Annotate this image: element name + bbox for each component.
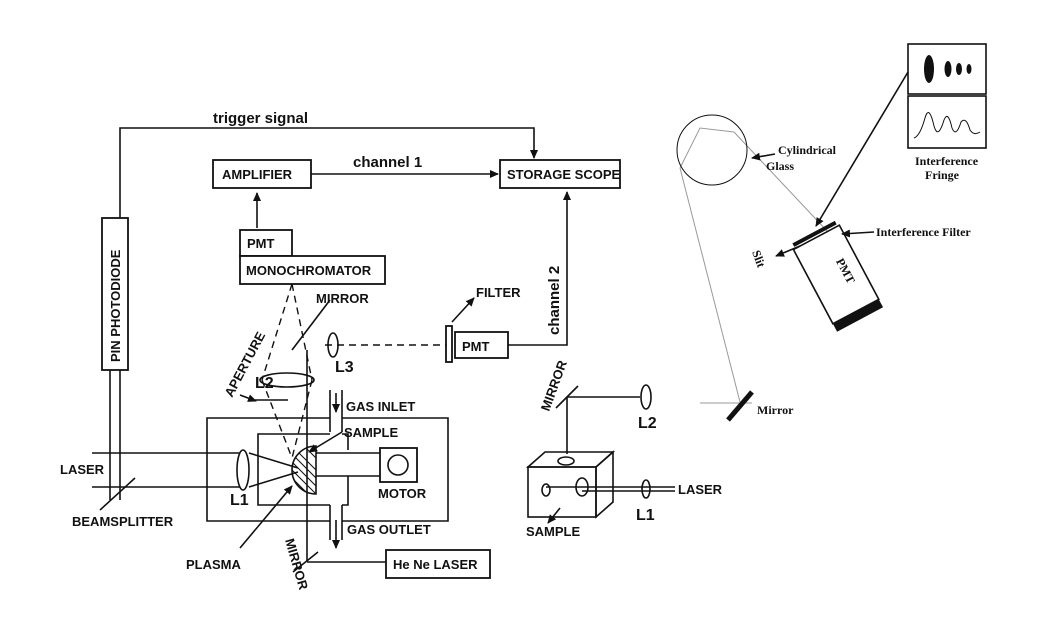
gas-outlet-label: GAS OUTLET bbox=[347, 522, 431, 537]
trigger-signal-line bbox=[119, 127, 538, 285]
channel2-arrow bbox=[508, 191, 571, 346]
fringe-trace-box bbox=[907, 95, 987, 149]
lens-l2 bbox=[259, 372, 315, 388]
ray-to-mirror bbox=[679, 167, 741, 403]
mirror-bottom bbox=[292, 551, 319, 573]
chamber-inner-right-top bbox=[342, 433, 349, 450]
lens-l1 bbox=[236, 449, 250, 491]
lens-l3 bbox=[327, 332, 339, 358]
plasma-arrow bbox=[239, 485, 293, 549]
fringe-spots-box bbox=[907, 43, 987, 95]
cube-front bbox=[527, 466, 597, 518]
cube-front-port bbox=[541, 483, 551, 497]
pmt-top-label: PMT bbox=[247, 236, 275, 251]
fringe-spot-1 bbox=[924, 55, 934, 83]
lens-l2-label: L2 bbox=[255, 375, 274, 392]
beamsplitter-label: BEAMSPLITTER bbox=[72, 514, 174, 529]
beamsplitter bbox=[99, 477, 136, 511]
storage-scope-box bbox=[499, 159, 621, 189]
sample-target bbox=[291, 445, 317, 495]
ray-in-glass bbox=[679, 127, 735, 169]
sample-arrow bbox=[308, 431, 343, 453]
filter-arrow bbox=[451, 297, 475, 323]
pmt-right-box bbox=[454, 331, 509, 359]
fringe-to-pmt-arrow bbox=[815, 71, 909, 227]
mid-laser-label: LASER bbox=[678, 482, 723, 497]
chamber-inner-left bbox=[257, 433, 330, 506]
interference-filter-plate bbox=[792, 220, 837, 247]
motor-box bbox=[379, 447, 418, 483]
gas-inlet-label: GAS INLET bbox=[346, 399, 415, 414]
ray-to-pmt bbox=[733, 131, 829, 233]
aperture-arrow bbox=[239, 394, 257, 402]
motor-label: MOTOR bbox=[378, 486, 427, 501]
pmt-tilted-label: PMT bbox=[833, 256, 858, 286]
interference-fringe-label-2: Fringe bbox=[925, 168, 960, 182]
pmt-tilted: PMT bbox=[792, 220, 884, 332]
focus-ray-top bbox=[248, 452, 299, 469]
cylindrical-glass-arrow bbox=[751, 152, 776, 161]
lens-l1-label: L1 bbox=[230, 492, 249, 509]
chamber-inner-right-bottom bbox=[342, 476, 349, 506]
mid-sample-label: SAMPLE bbox=[526, 524, 581, 539]
pmt-tilted-base bbox=[832, 299, 884, 332]
pin-photodiode-box bbox=[101, 217, 129, 371]
storage-scope-label: STORAGE SCOPE bbox=[507, 167, 621, 182]
mid-lens-l1 bbox=[641, 479, 651, 499]
filter-plate bbox=[445, 325, 453, 363]
collection-path-right-lower bbox=[291, 379, 313, 459]
he-ne-laser-box bbox=[385, 549, 491, 579]
mirror-top-label: MIRROR bbox=[316, 291, 369, 306]
mirror-right-label: Mirror bbox=[757, 403, 794, 417]
motor-rotor bbox=[387, 454, 409, 476]
focus-ray-bottom bbox=[248, 471, 299, 488]
interference-fringe-label-1: Interference bbox=[915, 154, 979, 168]
he-ne-laser-label: He Ne LASER bbox=[393, 557, 478, 572]
slit-arrow bbox=[775, 245, 801, 257]
cylindrical-glass bbox=[676, 114, 748, 186]
filter-label: FILTER bbox=[476, 285, 521, 300]
sample-hatching bbox=[292, 446, 316, 494]
collection-path-left-lower bbox=[261, 379, 293, 459]
mid-lens-l1-label: L1 bbox=[636, 507, 655, 524]
mid-lens-l2 bbox=[640, 384, 652, 410]
sample-label: SAMPLE bbox=[344, 425, 399, 440]
interferometer-diagram: Cylindrical Glass Interference Fringe PM… bbox=[676, 43, 987, 422]
trigger-signal-label: trigger signal bbox=[213, 110, 308, 127]
fringe-spot-3 bbox=[956, 63, 962, 75]
mid-lens-l2-label: L2 bbox=[638, 415, 657, 432]
interference-filter-label: Interference Filter bbox=[876, 225, 971, 239]
mid-sample-arrow bbox=[547, 507, 561, 524]
channel2-label: channel 2 bbox=[546, 266, 563, 335]
mirror-top bbox=[291, 299, 331, 351]
collection-path-right bbox=[291, 283, 313, 381]
slit-label: Slit bbox=[749, 248, 768, 269]
fringe-spot-4 bbox=[966, 64, 972, 74]
monochromator-label: MONOCHROMATOR bbox=[246, 263, 372, 278]
mid-mirror-label: MIRROR bbox=[538, 358, 570, 413]
amplifier-label: AMPLIFIER bbox=[222, 167, 293, 182]
plasma-label: PLASMA bbox=[186, 557, 242, 572]
collection-path-left bbox=[261, 283, 293, 381]
pmt-tilted-body bbox=[792, 224, 880, 325]
lens-l3-label: L3 bbox=[335, 359, 354, 376]
pin-photodiode-label: PIN PHOTODIODE bbox=[108, 249, 123, 362]
fringe-spot-2 bbox=[944, 61, 952, 77]
fringe-trace bbox=[913, 112, 981, 139]
sample-cube-diagram: MIRROR L2 L1 LASER SAMPLE bbox=[525, 358, 723, 539]
monochromator-box bbox=[239, 255, 386, 285]
cube-top-port bbox=[557, 456, 575, 466]
channel1-label: channel 1 bbox=[353, 154, 422, 171]
chamber-outer-left bbox=[206, 417, 330, 522]
cube-side bbox=[595, 450, 614, 519]
pmt-right-label: PMT bbox=[462, 339, 490, 354]
chamber-outer-right bbox=[342, 417, 449, 522]
laser-label: LASER bbox=[60, 462, 105, 477]
cylindrical-glass-label-1: Cylindrical bbox=[778, 143, 837, 157]
pmt-top-box bbox=[239, 229, 293, 257]
cylindrical-glass-label-2: Glass bbox=[766, 159, 794, 173]
interference-filter-arrow bbox=[841, 229, 875, 238]
mirror-right bbox=[726, 390, 754, 422]
